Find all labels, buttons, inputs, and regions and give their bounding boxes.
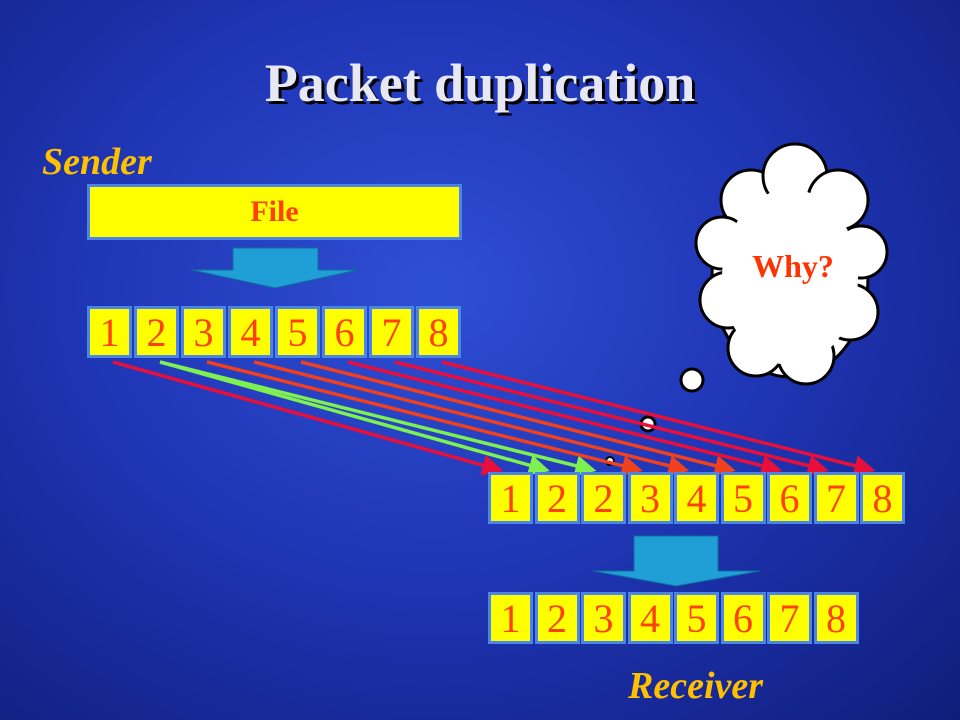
reordered-packet: 1 — [488, 592, 533, 644]
transmission-arrow — [441, 360, 876, 476]
received-packet: 7 — [813, 472, 859, 524]
reordered-packet: 5 — [674, 592, 719, 644]
reordered-packet: 3 — [581, 592, 626, 644]
receiver-down-arrow — [592, 535, 761, 587]
sender-packet: 3 — [181, 306, 226, 358]
slide-title: Packet duplication — [264, 53, 696, 113]
sender-packet: 5 — [275, 306, 320, 358]
sender-packet: 4 — [228, 306, 273, 358]
reordered-packet: 8 — [813, 592, 859, 644]
file-box: File — [87, 184, 462, 240]
sender-packet: 6 — [322, 306, 367, 358]
sender-packet: 2 — [134, 306, 179, 358]
transmission-arrow — [394, 360, 829, 476]
thought-text: Why? — [752, 248, 834, 284]
thought-bubble-large — [679, 367, 705, 393]
transmission-arrow — [206, 360, 643, 476]
received-packet: 2 — [534, 472, 580, 524]
sender-packet: 7 — [369, 306, 414, 358]
transmission-arrow — [159, 360, 550, 476]
received-packet: 2 — [581, 472, 626, 524]
transmission-arrow — [159, 360, 597, 476]
sender-packet: 8 — [416, 306, 461, 358]
sender-packet: 1 — [87, 306, 132, 358]
transmission-arrow — [253, 360, 690, 476]
received-packet: 5 — [720, 472, 766, 524]
receiver-label: Receiver — [628, 665, 764, 707]
reordered-packet: 6 — [720, 592, 766, 644]
transmission-arrow — [300, 360, 736, 476]
received-packet: 4 — [674, 472, 719, 524]
received-packet: 1 — [488, 472, 533, 524]
received-packet: 8 — [860, 472, 905, 524]
sender-label: Sender — [42, 141, 152, 183]
transmission-arrow — [112, 360, 504, 476]
received-packet: 3 — [627, 472, 673, 524]
transmission-arrow — [347, 360, 783, 476]
sender-down-arrow — [191, 247, 359, 289]
reordered-packet: 4 — [627, 592, 673, 644]
received-packet: 6 — [767, 472, 812, 524]
reordered-packet: 2 — [534, 592, 580, 644]
reordered-packet: 7 — [767, 592, 812, 644]
file-label: File — [250, 195, 299, 228]
